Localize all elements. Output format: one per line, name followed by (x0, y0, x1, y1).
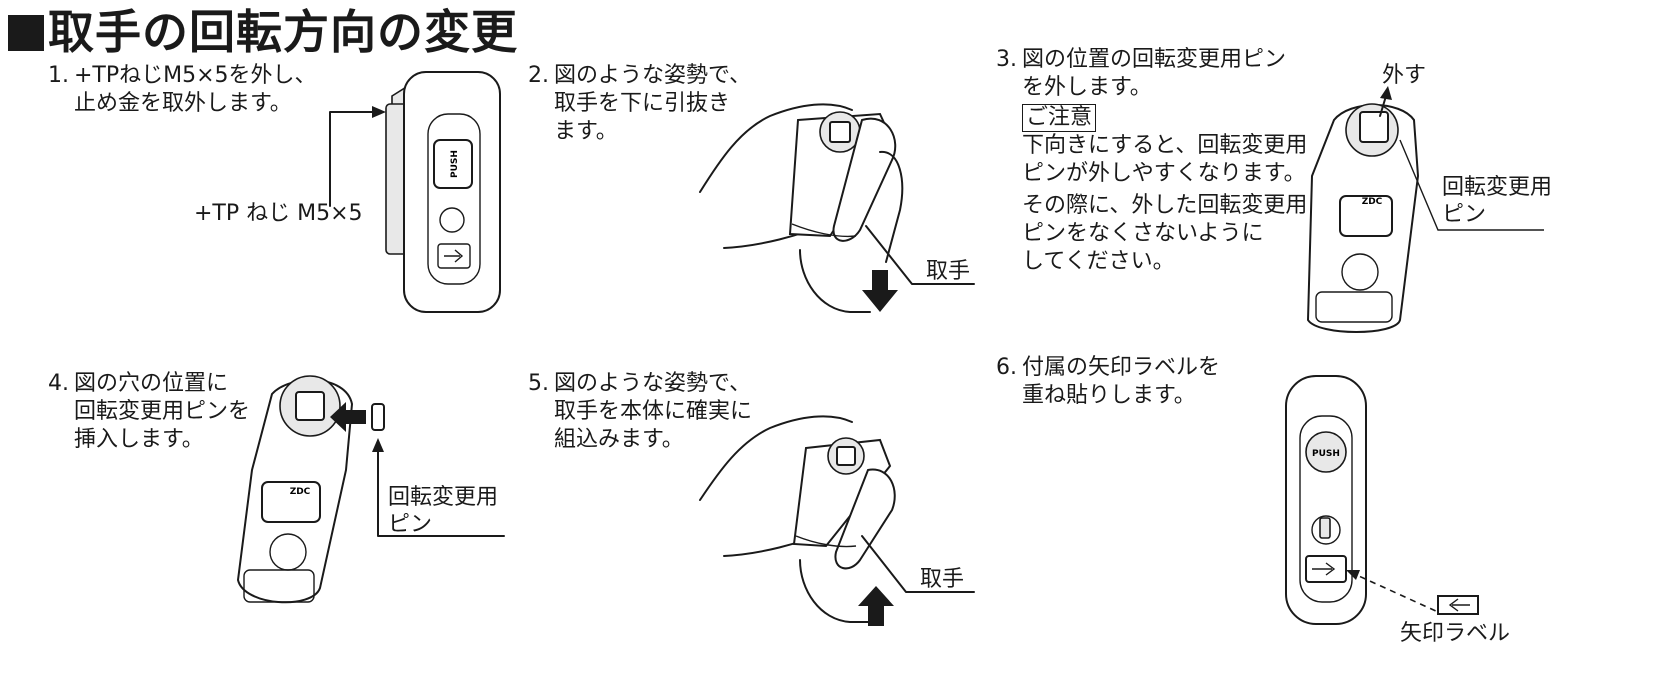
step-text: 取手を本体に確実に (554, 399, 753, 424)
insert-arrow-icon (330, 402, 366, 432)
note-text: ピンが外しやすくなります。 (1022, 161, 1306, 186)
step-text: +TPねじM5×5を外し、 (74, 63, 317, 88)
note-text: してください。 (1022, 249, 1175, 274)
pin-label-step3: ピン (1442, 202, 1487, 227)
arrow-up-icon (858, 586, 894, 626)
step-number: 6. (996, 355, 1017, 380)
screw-leader-line (329, 111, 375, 207)
caution-label: ご注意 (1022, 104, 1097, 132)
step-text: 組込みます。 (554, 427, 684, 452)
step-text: ます。 (554, 119, 618, 144)
step-number: 5. (528, 371, 549, 396)
step-4: 4.図の穴の位置に 回転変更用ピンを 挿入します。 (48, 370, 250, 454)
step-number: 2. (528, 63, 549, 88)
handle-leader-line (865, 225, 975, 285)
step-2: 2.図のような姿勢で、 取手を下に引抜き ます。 (528, 62, 751, 146)
push-mark: PUSH (450, 150, 460, 178)
lock-front-with-label-illustration (1285, 375, 1367, 625)
step-text: 取手を下に引抜き (554, 91, 731, 116)
zdc-mark: ZDC (290, 487, 311, 497)
handle-label-step2: 取手 (926, 259, 971, 284)
arrow-down-icon (862, 270, 898, 312)
remove-label: 外す (1382, 63, 1427, 88)
caution-note: ご注意 下向きにすると、回転変更用 ピンが外しやすくなります。 その際に、外した… (1022, 104, 1307, 276)
zdc-mark: ZDC (1362, 197, 1383, 207)
pin-label-step4: 回転変更用 (388, 485, 499, 510)
step-1: 1.+TPねじM5×5を外し、 止め金を取外します。 (48, 62, 317, 118)
step-number: 4. (48, 371, 69, 396)
step-text: 止め金を取外します。 (74, 91, 292, 116)
step-text: 付属の矢印ラベルを (1022, 355, 1221, 380)
screw-label: +TP ねじ M5×5 (194, 201, 363, 226)
step-number: 1. (48, 63, 69, 88)
step-number: 3. (996, 47, 1017, 72)
lock-body-front-illustration (385, 71, 501, 313)
step-3: 3.図の位置の回転変更用ピン を外します。 (996, 46, 1286, 102)
step-text: 重ね貼りします。 (1022, 383, 1196, 408)
pin-label-step4: ピン (388, 512, 433, 537)
pin-leader-arrow-icon (372, 438, 384, 452)
hands-insert-handle-illustration (699, 415, 896, 623)
step-text: 図のような姿勢で、 (554, 371, 752, 396)
note-text: 下向きにすると、回転変更用 (1022, 133, 1308, 158)
step-6: 6.付属の矢印ラベルを 重ね貼りします。 (996, 354, 1220, 410)
pin-leader-line (377, 449, 505, 537)
push-mark: PUSH (1312, 449, 1340, 459)
left-arrow-icon (1448, 598, 1470, 612)
label-leader-dashed-line (1349, 571, 1439, 613)
step-text: 挿入します。 (74, 427, 204, 452)
remove-arrow-icon (1380, 86, 1392, 100)
handle-label-step5: 取手 (920, 567, 965, 592)
step-text: 回転変更用ピンを (74, 399, 251, 424)
note-text: その際に、外した回転変更用 (1022, 193, 1308, 218)
remove-direction-line (1379, 95, 1387, 117)
step-text: 図の穴の位置に (74, 371, 229, 396)
pin-icon (371, 403, 385, 431)
step-text: 図のような姿勢で、 (554, 63, 752, 88)
label-leader-arrow-icon (1346, 570, 1360, 580)
handle-leader-line (861, 535, 975, 593)
handle-pin-insert-illustration (236, 375, 354, 604)
step-text: を外します。 (1022, 75, 1152, 100)
step-text: 図の位置の回転変更用ピン (1022, 47, 1287, 72)
pin-label-step3: 回転変更用 (1442, 175, 1553, 200)
arrow-label-caption: 矢印ラベル (1400, 621, 1511, 646)
screw-leader-arrow-icon (372, 106, 386, 118)
page-title-text: 取手の回転方向の変更 (48, 5, 518, 59)
step-5: 5.図のような姿勢で、 取手を本体に確実に 組込みます。 (528, 370, 752, 454)
page-title: 取手の回転方向の変更 (8, 4, 518, 60)
square-bullet-icon (8, 15, 44, 51)
note-text: ピンをなくさないように (1022, 221, 1264, 246)
handle-pin-removal-illustration (1306, 103, 1544, 333)
hands-pull-handle-illustration (699, 103, 904, 313)
